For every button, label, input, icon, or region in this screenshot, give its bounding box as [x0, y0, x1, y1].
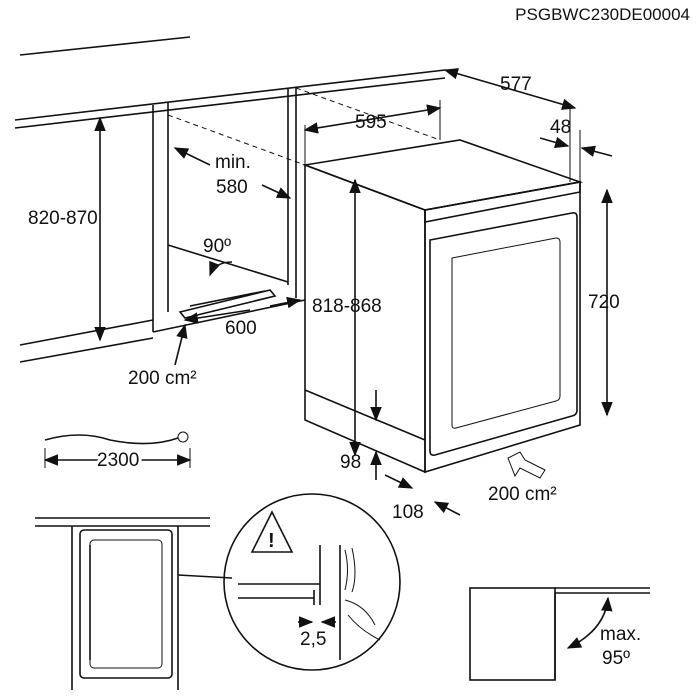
label-depth-total: 577 — [500, 74, 532, 95]
label-cabinet-height: 720 — [588, 292, 620, 313]
label-door-depth: 48 — [550, 117, 571, 138]
dim-plinth-depth-arrow — [384, 474, 414, 489]
label-niche-depth: 580 — [216, 177, 248, 198]
niche-drawing — [14, 36, 446, 363]
dim-vent-depth-arrow-2 — [269, 296, 302, 309]
warning-exclamation: ! — [268, 530, 275, 552]
label-niche-height: 820-870 — [28, 208, 98, 229]
dim-door-depth-arrow — [539, 136, 570, 148]
label-vent-area-left: 200 cm² — [128, 368, 197, 389]
warning-icon — [250, 510, 294, 553]
dim-niche-depth-arrow — [173, 147, 211, 166]
plug-icon — [177, 431, 189, 443]
dim-niche-depth-arrow-2 — [261, 184, 292, 199]
appliance-drawing — [301, 139, 584, 474]
detail-circle — [223, 493, 401, 671]
detail-gap-drawing — [238, 545, 381, 660]
dim-door-depth-arrow-2 — [580, 145, 613, 157]
dim-plinth-depth-arrow-2 — [433, 501, 461, 516]
label-plinth-height: 98 — [340, 452, 361, 473]
label-vent-depth: 600 — [225, 318, 257, 339]
dim-depth-total — [443, 68, 577, 110]
label-height-adjust: 818-868 — [312, 296, 382, 317]
door-opening-drawing — [469, 587, 650, 681]
label-gap: 2,5 — [300, 629, 326, 650]
document-code: PSGBWC230DE00004 — [515, 5, 690, 24]
vent-left-arrow — [174, 323, 188, 366]
power-cable — [44, 434, 179, 445]
front-view-drawing — [35, 517, 233, 690]
label-angle: 90º — [203, 236, 231, 257]
airflow-arrow-icon — [507, 451, 546, 479]
angle-arrow — [209, 260, 233, 277]
dim-vent-depth-arrow — [183, 309, 251, 324]
dim-width — [303, 104, 442, 134]
label-width: 595 — [355, 112, 387, 133]
label-door-opening-prefix: max. — [600, 624, 641, 645]
label-door-opening: 95º — [602, 648, 630, 669]
label-vent-area-right: 200 cm² — [488, 484, 557, 505]
label-plinth-depth: 108 — [392, 502, 424, 523]
label-niche-depth-prefix: min. — [215, 152, 251, 173]
label-cable: 2300 — [97, 450, 139, 471]
